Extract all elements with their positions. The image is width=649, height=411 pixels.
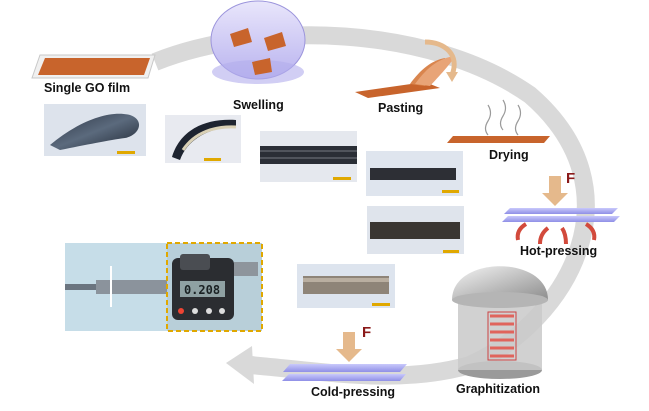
pasting-illustration bbox=[355, 39, 458, 98]
cold-pressing-illustration bbox=[282, 332, 407, 381]
label-graphitization: Graphitization bbox=[456, 382, 541, 396]
cycle-arrowhead bbox=[226, 346, 254, 384]
label-single-go-film: Single GO film bbox=[44, 81, 131, 95]
label-swelling: Swelling bbox=[233, 98, 284, 112]
swelling-dish bbox=[210, 0, 306, 84]
photo-laminate-2 bbox=[367, 206, 464, 254]
hot-pressing-illustration bbox=[502, 176, 620, 245]
photo-curled-film bbox=[44, 104, 146, 156]
photo-cross-section bbox=[260, 131, 357, 182]
single-go-film-illustration bbox=[31, 54, 156, 79]
force-label-cold-pressing: F bbox=[362, 324, 372, 341]
photo-bent-sheet bbox=[165, 115, 241, 163]
micrometer-reading: 0.208 bbox=[184, 283, 220, 297]
force-label-hot-pressing: F bbox=[566, 170, 576, 187]
photo-graphitized-block bbox=[297, 264, 395, 308]
photo-micrometer: 0.208 bbox=[65, 242, 263, 332]
label-pasting: Pasting bbox=[378, 101, 424, 115]
graphitization-furnace bbox=[452, 266, 548, 379]
label-cold-pressing: Cold-pressing bbox=[311, 385, 396, 399]
photo-laminate-1 bbox=[366, 151, 463, 196]
label-hot-pressing: Hot-pressing bbox=[520, 244, 598, 258]
label-drying: Drying bbox=[489, 148, 529, 162]
drying-illustration bbox=[447, 99, 550, 143]
